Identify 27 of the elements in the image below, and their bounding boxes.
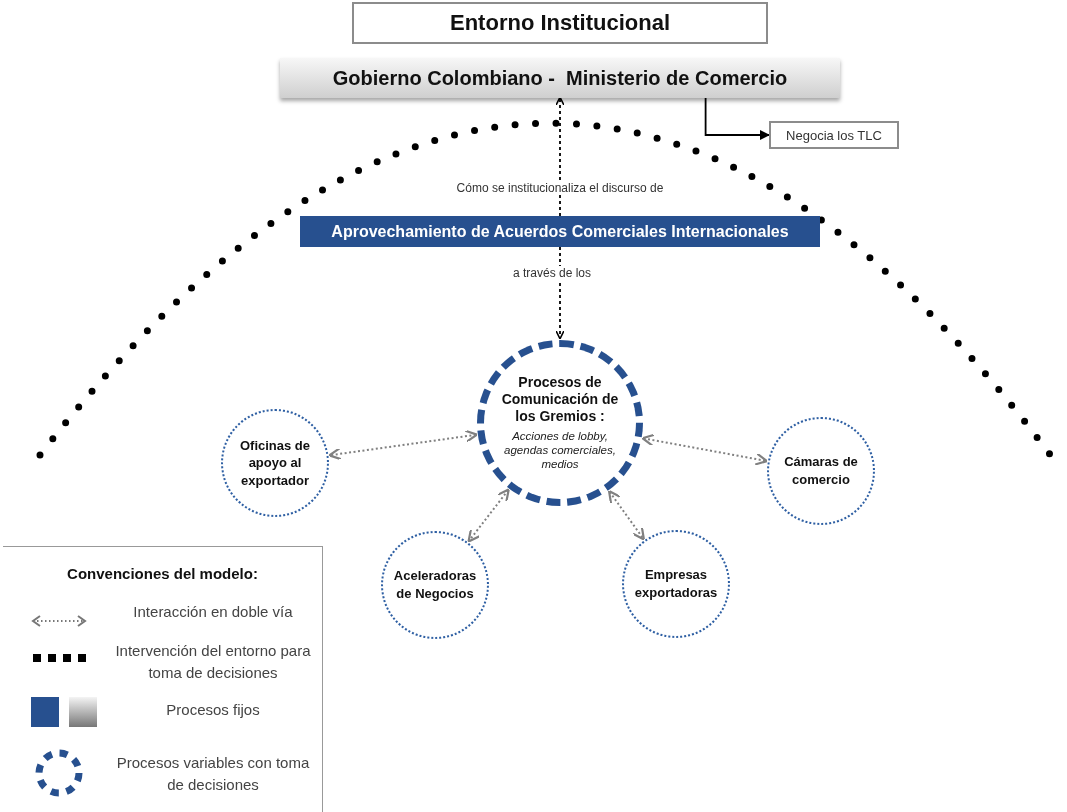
node-heading: Procesos de Comunicación de los Gremios :	[500, 374, 620, 425]
arrow	[555, 96, 565, 217]
legend-text: Procesos variables con toma de decisiones	[115, 753, 311, 795]
node-label: Empresas exportadoras	[633, 566, 719, 602]
legend-title: Convenciones del modelo:	[66, 565, 259, 582]
node-label: Cámaras de comercio	[783, 453, 859, 489]
node-label: Aprovechamiento de Acuerdos Comerciales Internacionales	[331, 222, 789, 241]
note-box	[769, 121, 899, 149]
arrow	[607, 489, 645, 541]
node-label: Oficinas de apoyo al exportador	[238, 436, 312, 490]
section-header-box	[352, 2, 768, 44]
arrow	[467, 488, 510, 543]
highlight-box	[300, 216, 820, 247]
legend-text: Procesos fijos	[165, 700, 261, 720]
arrow	[328, 429, 478, 461]
node-label: Gobierno Colombiano - Ministerio de Comercio	[332, 66, 788, 90]
annotation-text: a través de los	[510, 266, 594, 280]
node-label: Entorno Institucional	[450, 10, 670, 36]
arrow	[704, 97, 770, 140]
node-description: Acciones de lobby, agendas comerciales, medios	[503, 428, 617, 472]
legend-text: Intervención del entorno para toma de decisiones	[114, 641, 312, 683]
node-label: Negocia los TLC	[786, 127, 882, 143]
legend-text: Interacción en doble vía	[132, 602, 294, 622]
arrow	[555, 246, 565, 340]
arrow	[641, 433, 769, 466]
node-label: Aceleradoras de Negocios	[392, 567, 478, 603]
gradient-box	[280, 58, 840, 98]
